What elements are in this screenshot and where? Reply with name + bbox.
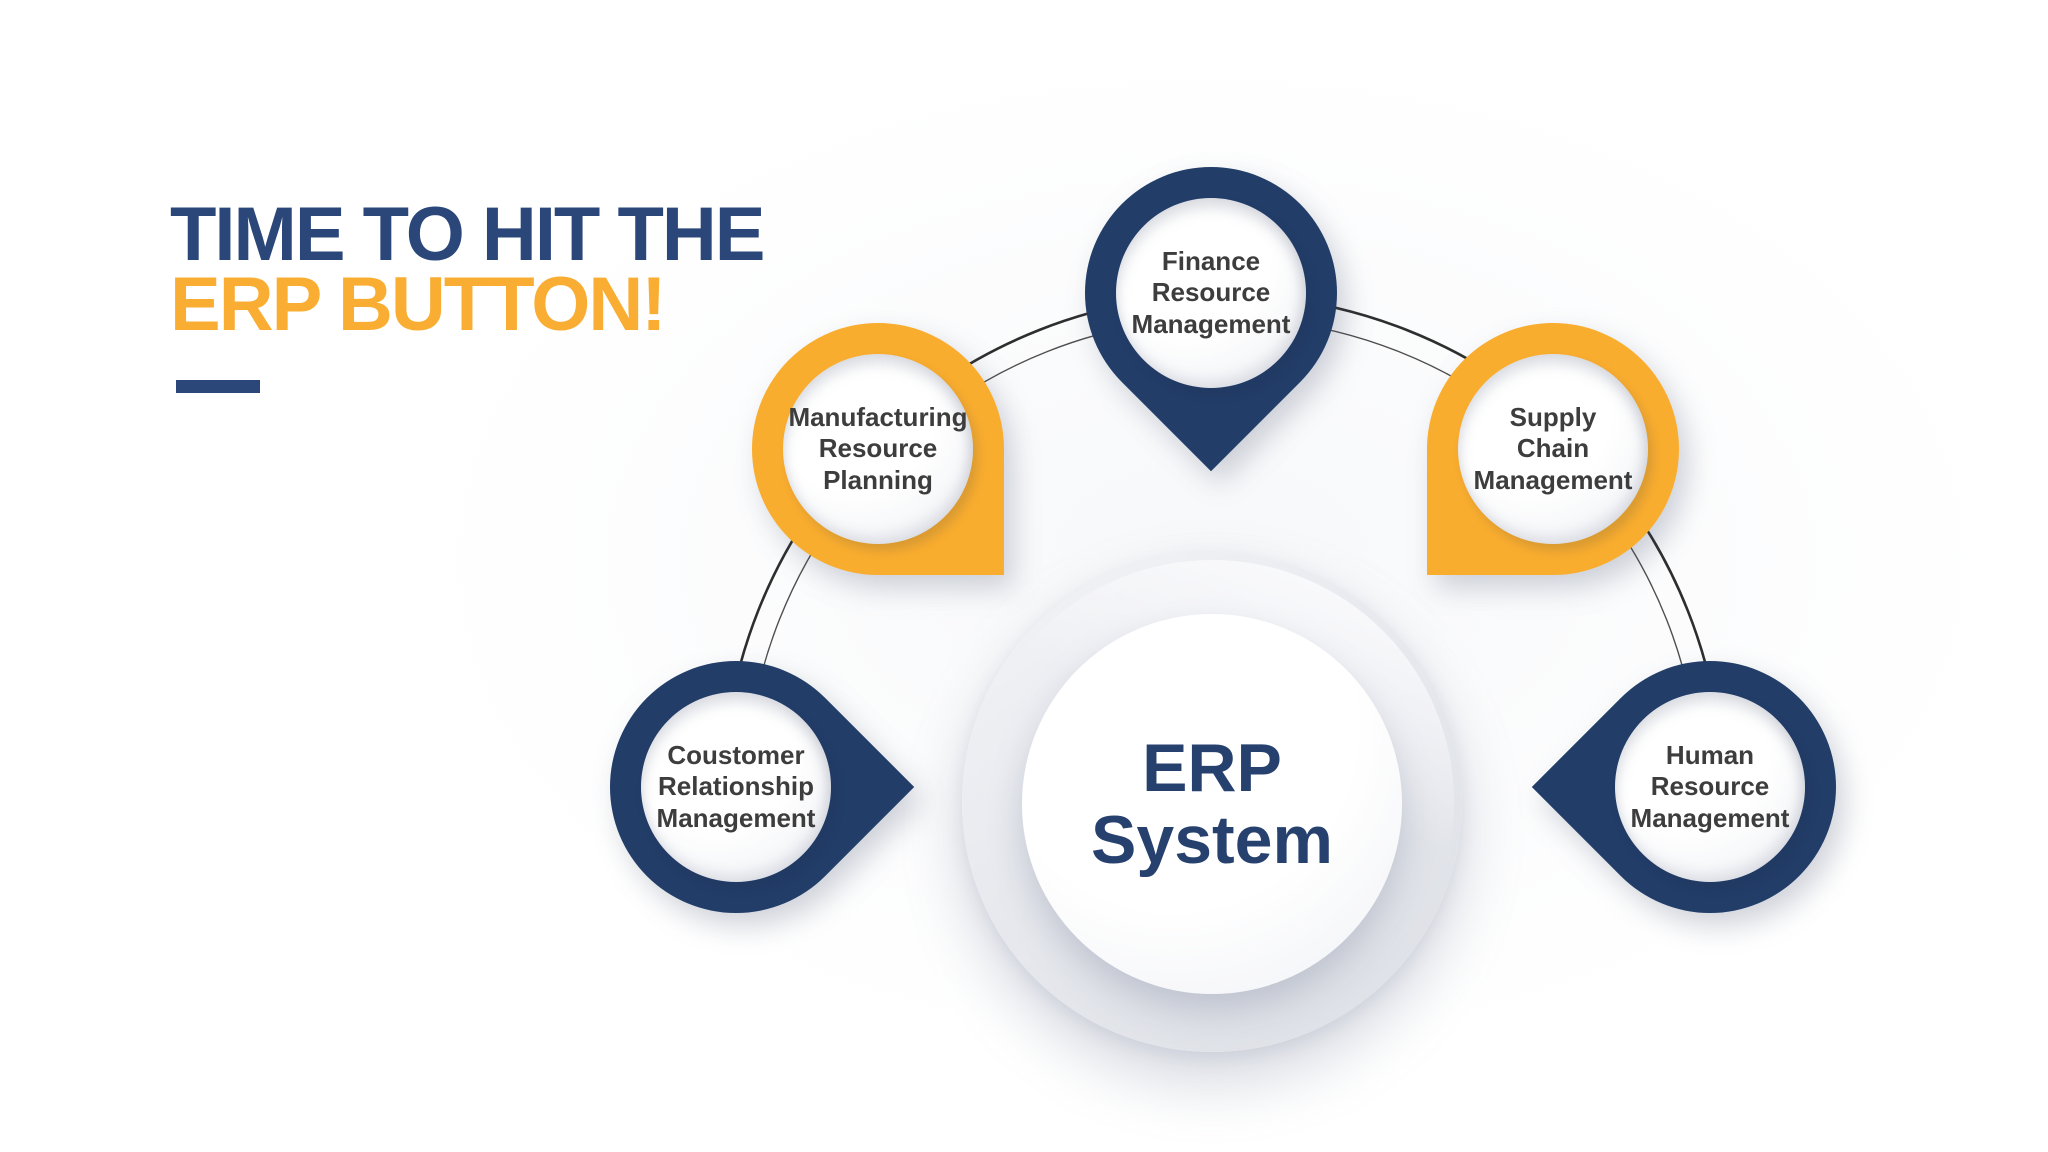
erp-system-label: ERP System xyxy=(1091,732,1333,876)
node-manufacturing-resource-planning: Manufacturing Resource Planning xyxy=(752,323,1004,575)
node-supply-chain-management: Supply Chain Management xyxy=(1427,323,1679,575)
supply-chain-pin-label: Supply Chain Management xyxy=(1474,402,1633,496)
manufacturing-pin-inner-circle: Manufacturing Resource Planning xyxy=(783,354,973,544)
supply-chain-pin-inner-circle: Supply Chain Management xyxy=(1458,354,1648,544)
erp-center-circle: ERP System xyxy=(962,552,1462,1052)
pin-label-line: Management xyxy=(1131,308,1291,339)
customer-pin-inner-circle: Coustomer Relationship Management xyxy=(641,692,831,882)
human-resource-pin-inner-circle: Human Resource Management xyxy=(1615,692,1805,882)
title-line-2: ERP BUTTON! xyxy=(170,262,667,347)
pin-label-line: Management xyxy=(1630,802,1790,833)
pin-label-line: Coustomer xyxy=(667,740,805,771)
pin-label-line: Resource xyxy=(1650,771,1770,802)
erp-label-line-1: ERP xyxy=(1142,729,1282,806)
finance-pin-inner-circle: Finance Resource Management xyxy=(1116,198,1306,388)
title-line-1: TIME TO HIT THE xyxy=(170,192,765,277)
human-resource-pin-label: Human Resource Management xyxy=(1631,740,1790,834)
erp-label-line-2: System xyxy=(1091,802,1333,878)
pin-label-line: Finance xyxy=(1161,246,1261,277)
pin-label-line: Human xyxy=(1665,740,1755,771)
pin-label-line: Management xyxy=(1473,464,1633,495)
node-human-resource-management: Human Resource Management xyxy=(1531,608,1889,966)
erp-center-inner-circle: ERP System xyxy=(1022,614,1402,994)
customer-pin-label: Coustomer Relationship Management xyxy=(657,740,816,834)
title-block: TIME TO HIT THE ERP BUTTON! xyxy=(170,192,765,393)
pin-label-line: Relationship xyxy=(657,771,814,802)
pin-label-line: Resource xyxy=(818,433,938,464)
pin-label-line: Management xyxy=(656,802,816,833)
pin-label-line: Manufacturing xyxy=(788,402,968,433)
manufacturing-pin-label: Manufacturing Resource Planning xyxy=(788,402,967,496)
node-customer-relationship-management: Coustomer Relationship Management xyxy=(557,608,915,966)
node-finance-resource-management: Finance Resource Management xyxy=(1032,114,1390,472)
pin-label-line: Resource xyxy=(1151,277,1271,308)
finance-pin-label: Finance Resource Management xyxy=(1132,246,1291,340)
pin-label-line: Chain xyxy=(1516,433,1590,464)
pin-label-line: Planning xyxy=(823,464,933,495)
pin-label-line: Supply xyxy=(1509,402,1597,433)
title-underline-dash xyxy=(176,380,260,393)
page-title: TIME TO HIT THE ERP BUTTON! xyxy=(170,192,765,347)
